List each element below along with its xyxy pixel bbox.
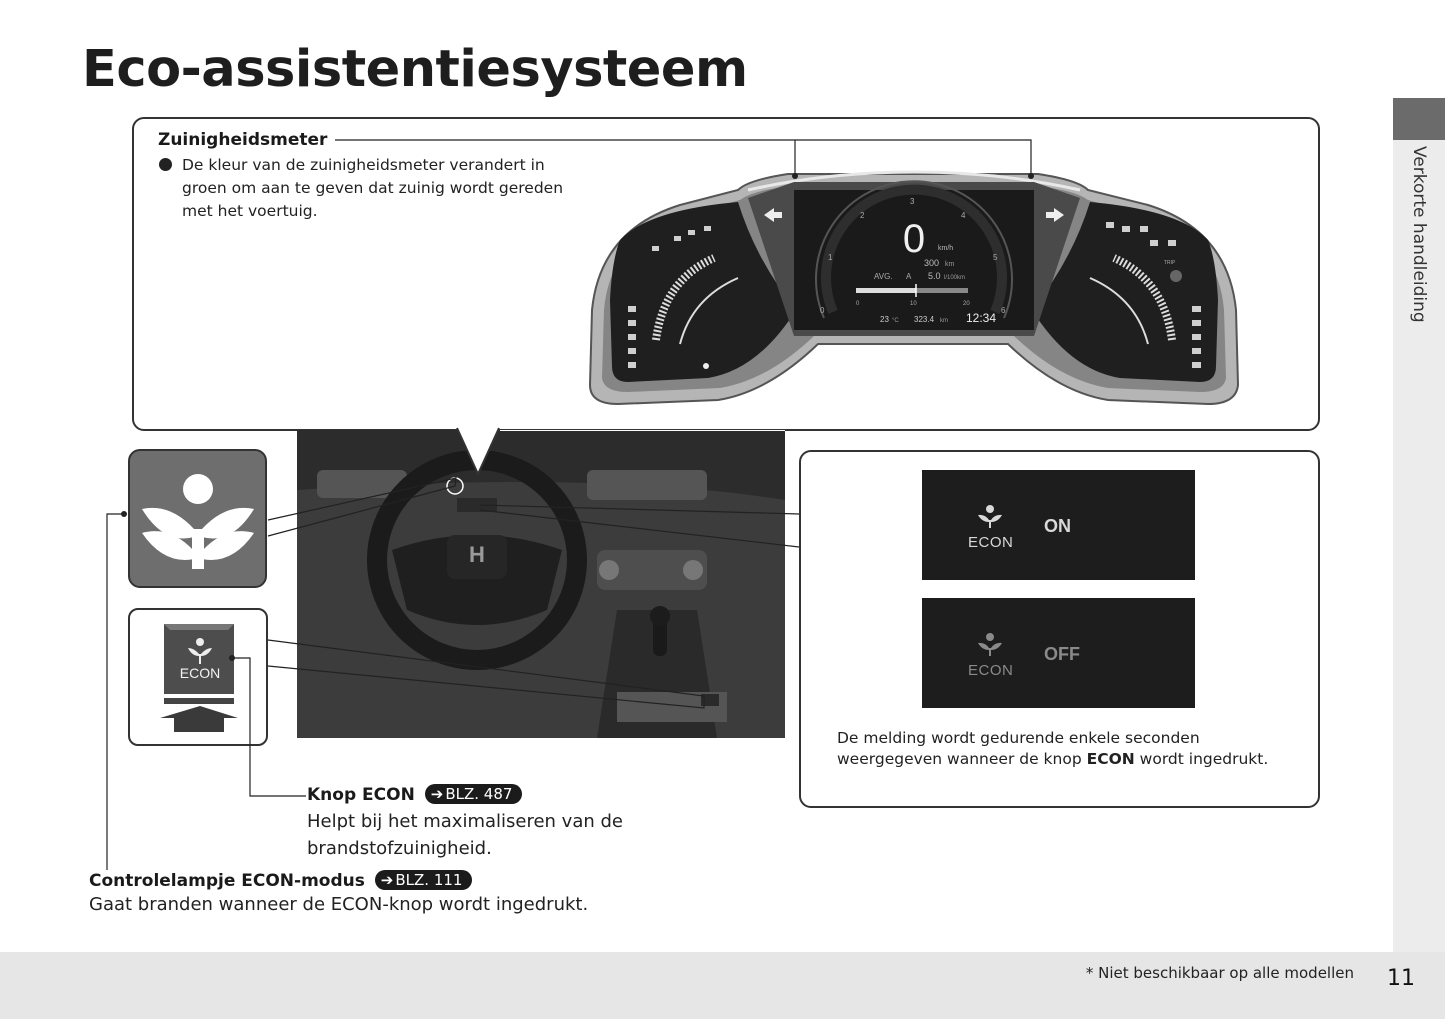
side-tab-marker	[1393, 98, 1445, 140]
svg-text:23: 23	[880, 315, 889, 324]
svg-text:3: 3	[910, 197, 915, 206]
econ-button-title: Knop ECON	[307, 785, 415, 805]
econ-button-caption: Knop ECON ➔BLZ. 487	[307, 784, 523, 805]
page-number: 11	[1387, 966, 1415, 991]
econ-plant-icon	[978, 505, 1002, 528]
side-tab-label: Verkorte handleiding	[1409, 146, 1429, 323]
svg-text:12:34: 12:34	[966, 311, 996, 325]
svg-text:323.4: 323.4	[914, 315, 935, 324]
arrow-right-icon: ➔	[380, 871, 394, 889]
econ-plant-icon	[142, 474, 254, 569]
footer-band	[0, 952, 1445, 1019]
display-econ-label: ECON	[968, 534, 1014, 551]
side-strip	[1393, 140, 1445, 952]
display-econ-off: ECON OFF	[922, 598, 1195, 708]
svg-text:2: 2	[860, 211, 865, 220]
footnote: * Niet beschikbaar op alle modellen	[1085, 964, 1354, 982]
svg-text:0: 0	[820, 306, 825, 315]
page-ref-link[interactable]: ➔BLZ. 487	[424, 784, 523, 804]
svg-text:20: 20	[963, 301, 970, 307]
display-note: De melding wordt gedurende enkele second…	[837, 729, 1269, 768]
econ-button-illustration: ECON	[128, 608, 268, 746]
econ-mode-description: Gaat branden wanneer de ECON-knop wordt …	[89, 894, 589, 915]
meter-heading: Zuinigheidsmeter	[158, 130, 336, 150]
econ-plant-icon	[188, 638, 212, 664]
display-state-on: ON	[1044, 516, 1071, 536]
svg-text:300: 300	[924, 258, 939, 268]
svg-text:5: 5	[993, 253, 998, 262]
svg-text:5.0: 5.0	[928, 271, 941, 281]
instrument-cluster: 0 km/h 300 km AVG. A 5.0 l/100km 0 10 20…	[588, 170, 1240, 406]
econ-button-description: Helpt bij het maximaliseren van de brand…	[307, 811, 623, 859]
meter-description: De kleur van de zuinigheidsmeter verande…	[182, 156, 564, 220]
svg-text:0: 0	[856, 301, 860, 307]
display-econ-label: ECON	[968, 662, 1014, 679]
econ-mode-caption: Controlelampje ECON-modus ➔BLZ. 111	[89, 870, 473, 891]
svg-text:km: km	[945, 261, 955, 268]
svg-text:1: 1	[828, 253, 833, 262]
svg-text:km: km	[940, 318, 948, 324]
svg-text:A: A	[906, 272, 912, 281]
svg-text:TRIP: TRIP	[1164, 260, 1176, 266]
car-interior-photo: H	[297, 430, 785, 738]
econ-mode-title: Controlelampje ECON-modus	[89, 871, 365, 891]
svg-text:H: H	[469, 542, 485, 567]
page-ref-link[interactable]: ➔BLZ. 111	[374, 870, 473, 890]
svg-text:4: 4	[961, 211, 966, 220]
econ-indicator-lamp	[128, 449, 267, 588]
bullet-dot	[159, 158, 172, 171]
side-tab[interactable]: Verkorte handleiding	[1393, 140, 1445, 360]
arrow-right-icon: ➔	[430, 785, 444, 803]
display-econ-on: ECON ON	[922, 470, 1195, 580]
speed-readout: 0	[903, 217, 925, 261]
svg-text:km/h: km/h	[938, 245, 953, 252]
svg-text:l/100km: l/100km	[944, 275, 965, 281]
econ-button-label: ECON	[180, 665, 220, 681]
svg-text:AVG.: AVG.	[874, 272, 893, 281]
display-state-off: OFF	[1044, 644, 1080, 664]
page-title: Eco-assistentiesysteem	[82, 40, 748, 99]
econ-plant-icon	[978, 633, 1002, 656]
svg-text:6: 6	[1001, 306, 1006, 315]
svg-text:°C: °C	[892, 318, 899, 324]
svg-text:10: 10	[910, 301, 917, 307]
